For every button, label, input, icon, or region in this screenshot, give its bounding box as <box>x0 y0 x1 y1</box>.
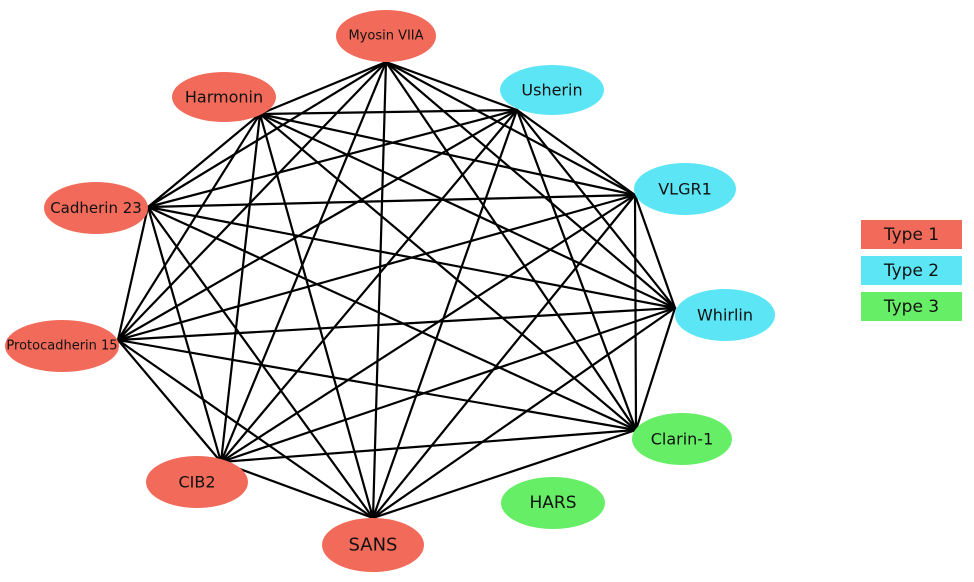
edge-harmonin-vlgr1 <box>258 112 637 197</box>
edge-harmonin-usherin <box>258 108 519 116</box>
legend-item-type2: Type 2 <box>861 256 962 285</box>
edge-cadherin23-sans <box>146 205 375 520</box>
node-ellipse-cadherin23 <box>44 182 148 234</box>
edge-myosin7a-cadherin23 <box>146 60 388 209</box>
node-label-cadherin23: Cadherin 23 <box>50 199 142 217</box>
edge-cadherin23-usherin <box>146 108 519 209</box>
node-cib2: CIB2 <box>146 456 248 508</box>
edge-harmonin-protocadherin15 <box>116 112 262 342</box>
edge-usherin-whirlin <box>515 108 677 310</box>
node-ellipse-harmonin <box>172 72 276 122</box>
node-vlgr1: VLGR1 <box>634 163 736 215</box>
edge-cib2-sans <box>219 460 375 520</box>
edge-protocadherin15-sans <box>116 338 375 520</box>
node-label-cib2: CIB2 <box>178 473 215 492</box>
edge-cib2-usherin <box>219 108 519 464</box>
legend-item-type1: Type 1 <box>861 220 962 249</box>
edge-cib2-clarin1 <box>219 428 638 464</box>
node-label-protocadherin15: Protocadherin 15 <box>6 339 117 354</box>
edge-sans-whirlin <box>371 306 677 520</box>
edge-harmonin-cib2 <box>219 112 262 464</box>
edge-protocadherin15-whirlin <box>116 306 677 342</box>
node-cadherin23: Cadherin 23 <box>44 182 148 234</box>
edge-vlgr1-whirlin <box>633 193 677 310</box>
edge-myosin7a-clarin1 <box>384 60 638 432</box>
edge-myosin7a-sans <box>371 60 388 520</box>
edge-sans-usherin <box>371 108 519 520</box>
node-ellipse-hars <box>501 477 605 529</box>
edge-protocadherin15-vlgr1 <box>116 193 637 342</box>
legend-label-type3: Type 3 <box>883 296 940 317</box>
edge-protocadherin15-clarin1 <box>116 338 638 432</box>
edges <box>116 60 677 520</box>
edge-harmonin-whirlin <box>258 112 677 310</box>
edge-myosin7a-harmonin <box>258 60 388 116</box>
node-label-harmonin: Harmonin <box>185 88 263 107</box>
legend-item-type3: Type 3 <box>861 292 962 321</box>
node-label-sans: SANS <box>349 535 398 556</box>
edge-cib2-vlgr1 <box>219 193 637 464</box>
edge-protocadherin15-cib2 <box>116 338 223 464</box>
node-label-vlgr1: VLGR1 <box>658 180 712 199</box>
node-harmonin: Harmonin <box>172 72 276 122</box>
node-ellipse-cib2 <box>146 456 248 508</box>
node-label-myosin7a: Myosin VIIA <box>348 29 423 44</box>
node-ellipse-usherin <box>500 65 604 115</box>
edge-myosin7a-cib2 <box>219 60 388 464</box>
legend: Type 1 Type 2 Type 3 <box>861 220 962 328</box>
node-label-hars: HARS <box>529 493 576 513</box>
edge-usherin-vlgr1 <box>515 108 637 197</box>
legend-label-type2: Type 2 <box>883 260 940 281</box>
edge-harmonin-cadherin23 <box>146 112 262 209</box>
node-label-usherin: Usherin <box>521 81 582 100</box>
node-usherin: Usherin <box>500 65 604 115</box>
edge-harmonin-clarin1 <box>258 112 638 432</box>
edge-cadherin23-vlgr1 <box>146 193 637 209</box>
legend-label-type1: Type 1 <box>883 224 940 245</box>
edge-myosin7a-usherin <box>384 60 519 112</box>
edge-myosin7a-whirlin <box>384 60 677 310</box>
node-ellipse-protocadherin15 <box>5 320 119 372</box>
node-ellipse-myosin7a <box>336 10 436 62</box>
edge-cadherin23-protocadherin15 <box>116 205 150 342</box>
node-ellipse-sans <box>322 518 424 572</box>
edge-vlgr1-clarin1 <box>633 193 638 432</box>
node-sans: SANS <box>322 518 424 572</box>
node-myosin7a: Myosin VIIA <box>336 10 436 62</box>
edge-sans-clarin1 <box>371 428 638 520</box>
node-ellipse-whirlin <box>675 289 775 341</box>
node-clarin1: Clarin-1 <box>632 413 732 465</box>
node-label-clarin1: Clarin-1 <box>651 430 714 449</box>
edge-sans-vlgr1 <box>371 193 637 520</box>
edge-usherin-clarin1 <box>515 108 638 432</box>
node-protocadherin15: Protocadherin 15 <box>5 320 119 372</box>
node-whirlin: Whirlin <box>675 289 775 341</box>
edge-whirlin-clarin1 <box>634 306 677 432</box>
node-label-whirlin: Whirlin <box>697 306 753 325</box>
node-ellipse-vlgr1 <box>634 163 736 215</box>
edge-myosin7a-protocadherin15 <box>116 60 388 342</box>
edge-protocadherin15-usherin <box>116 108 519 342</box>
edge-cadherin23-cib2 <box>146 205 223 464</box>
node-ellipse-clarin1 <box>632 413 732 465</box>
node-hars: HARS <box>501 477 605 529</box>
